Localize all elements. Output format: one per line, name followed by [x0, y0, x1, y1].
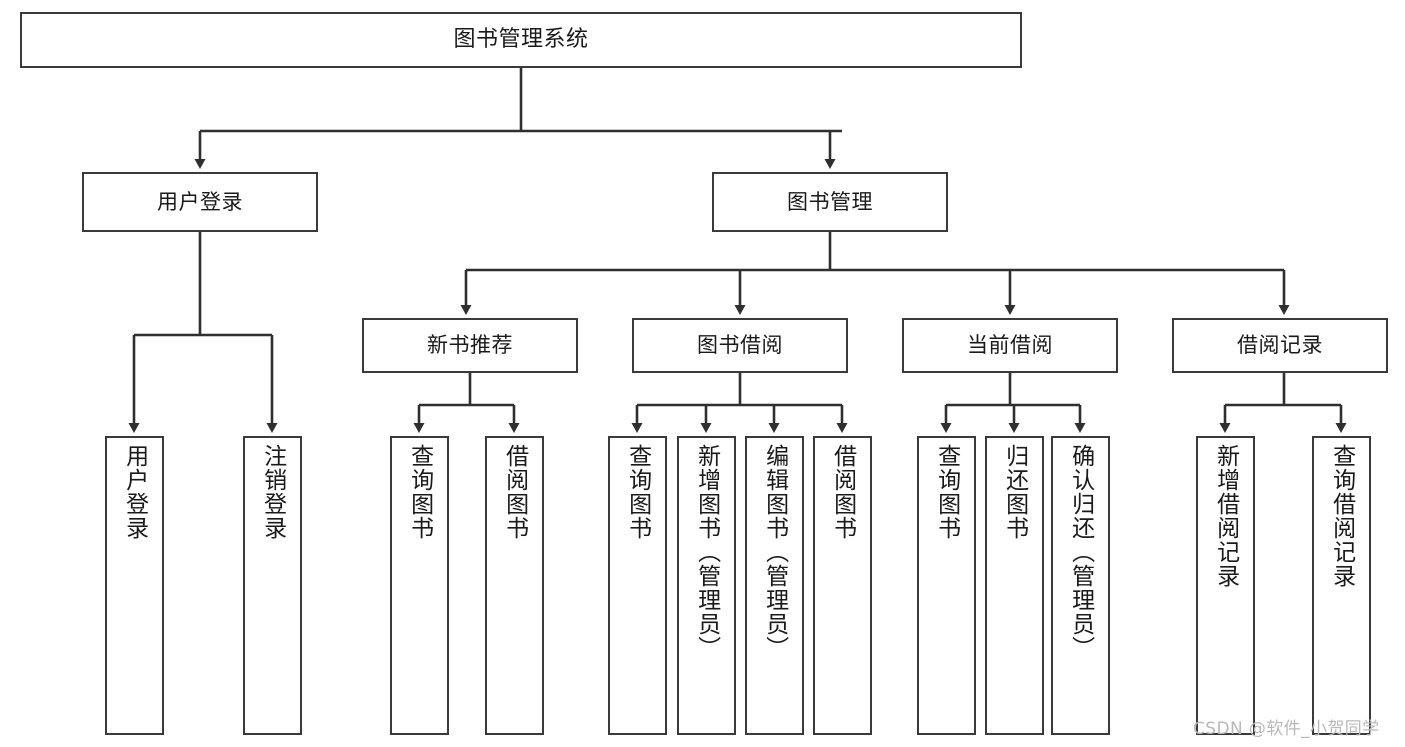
node-new-book-rec-label: 新书推荐 [427, 333, 513, 358]
node-leaf-user-login-label: 用户登录 [121, 444, 148, 540]
node-leaf-return-book[interactable]: 归还图书 [985, 436, 1044, 735]
node-leaf-query-book-current[interactable]: 查询图书 [917, 436, 976, 735]
node-leaf-borrow-book-rec[interactable]: 借阅图书 [485, 436, 544, 735]
node-book-manage[interactable]: 图书管理 [712, 172, 948, 232]
csdn-watermark: CSDN @软件_小贺同学 [1193, 719, 1380, 739]
node-leaf-edit-book-label: 编辑图书（管理员） [761, 444, 788, 660]
node-root[interactable]: 图书管理系统 [20, 12, 1022, 68]
node-borrow-record[interactable]: 借阅记录 [1172, 318, 1388, 373]
node-user-login-label: 用户登录 [157, 189, 243, 214]
node-leaf-borrow-book-rec-label: 借阅图书 [501, 444, 528, 540]
node-leaf-query-book-rec[interactable]: 查询图书 [390, 436, 449, 735]
node-leaf-add-record[interactable]: 新增借阅记录 [1196, 436, 1255, 735]
node-root-label: 图书管理系统 [453, 27, 589, 53]
node-leaf-query-book-current-label: 查询图书 [933, 444, 960, 540]
node-leaf-user-logout[interactable]: 注销登录 [243, 436, 302, 735]
node-leaf-add-book-label: 新增图书（管理员） [693, 444, 720, 660]
node-new-book-rec[interactable]: 新书推荐 [362, 318, 578, 373]
node-leaf-add-book[interactable]: 新增图书（管理员） [677, 436, 736, 735]
node-leaf-add-record-label: 新增借阅记录 [1212, 444, 1239, 588]
node-leaf-edit-book[interactable]: 编辑图书（管理员） [745, 436, 804, 735]
node-leaf-query-book-borrow[interactable]: 查询图书 [608, 436, 667, 735]
node-leaf-query-book-borrow-label: 查询图书 [624, 444, 651, 540]
node-current-borrow-label: 当前借阅 [967, 333, 1053, 358]
node-leaf-borrow-book-label: 借阅图书 [829, 444, 856, 540]
node-book-manage-label: 图书管理 [787, 189, 873, 214]
node-leaf-user-login[interactable]: 用户登录 [105, 436, 164, 735]
node-leaf-query-record-label: 查询借阅记录 [1328, 444, 1355, 588]
node-borrow-record-label: 借阅记录 [1237, 333, 1323, 358]
node-leaf-user-logout-label: 注销登录 [259, 444, 286, 540]
node-leaf-borrow-book[interactable]: 借阅图书 [813, 436, 872, 735]
node-leaf-confirm-return-label: 确认归还（管理员） [1067, 444, 1094, 660]
node-book-borrow-label: 图书借阅 [697, 333, 783, 358]
node-leaf-query-record[interactable]: 查询借阅记录 [1312, 436, 1371, 735]
node-current-borrow[interactable]: 当前借阅 [902, 318, 1118, 373]
node-leaf-confirm-return[interactable]: 确认归还（管理员） [1051, 436, 1110, 735]
node-user-login[interactable]: 用户登录 [82, 172, 318, 232]
node-leaf-return-book-label: 归还图书 [1001, 444, 1028, 540]
node-book-borrow[interactable]: 图书借阅 [632, 318, 848, 373]
node-leaf-query-book-rec-label: 查询图书 [406, 444, 433, 540]
